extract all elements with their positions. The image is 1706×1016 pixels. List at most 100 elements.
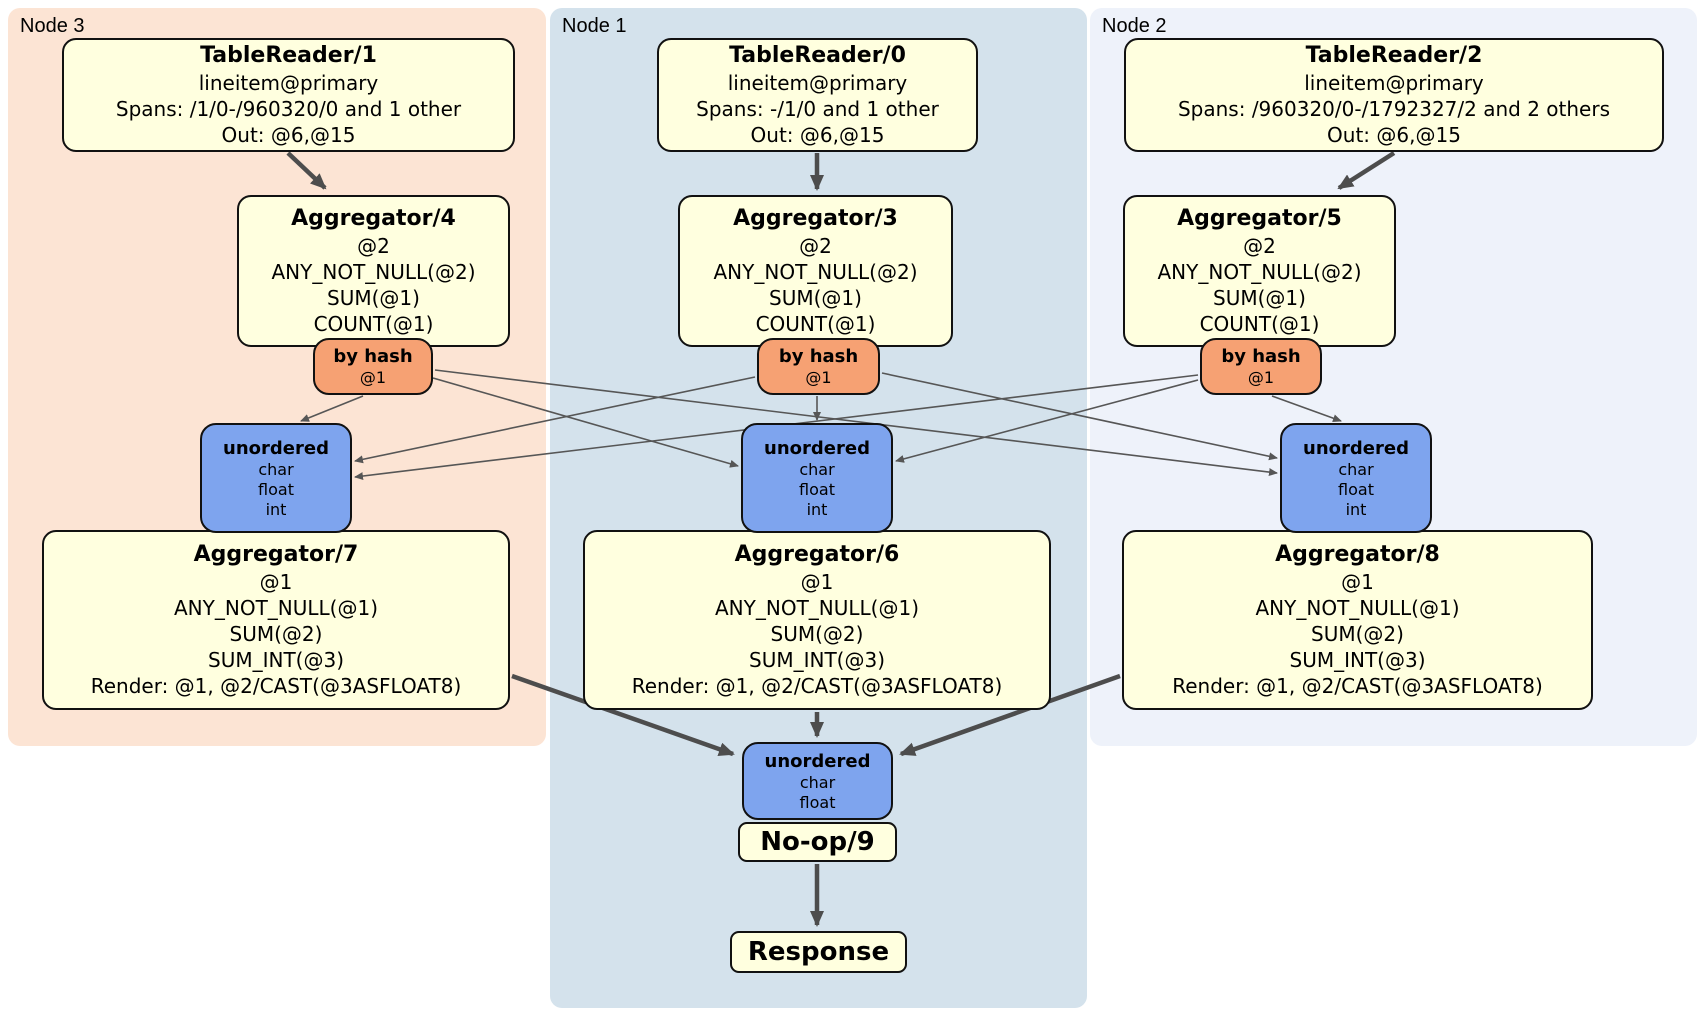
noop-box: No-op/9 <box>738 822 897 862</box>
tablereader0-index: lineitem@primary <box>727 71 908 95</box>
aggregator4-fn1: ANY_NOT_NULL(@2) <box>271 260 476 284</box>
aggregator6-box: Aggregator/6 @1 ANY_NOT_NULL(@1) SUM(@2)… <box>583 530 1051 710</box>
tablereader1-title: TableReader/1 <box>200 43 377 68</box>
aggregator5-fn2: SUM(@1) <box>1213 286 1306 310</box>
unordered-sync-node1-type2: float <box>799 479 835 499</box>
hash-router-node3-cols: @1 <box>359 368 387 387</box>
unordered-sync-node2-title: unordered <box>1303 437 1409 459</box>
aggregator6-fn1: ANY_NOT_NULL(@1) <box>715 596 919 620</box>
tablereader0-box: TableReader/0 lineitem@primary Spans: -/… <box>657 38 978 152</box>
aggregator6-fn2: SUM(@2) <box>770 622 864 646</box>
tablereader2-spans: Spans: /960320/0-/1792327/2 and 2 others <box>1177 97 1610 121</box>
hash-router-node1-cols: @1 <box>805 368 832 387</box>
edge-router2-sync2 <box>1271 395 1342 423</box>
aggregator7-render: Render: @1, @2/CAST(@3ASFLOAT8) <box>90 674 462 698</box>
aggregator5-fn3: COUNT(@1) <box>1199 312 1320 336</box>
tablereader1-out: Out: @6,@15 <box>221 123 356 147</box>
unordered-sync-node1: unordered char float int <box>741 423 893 533</box>
unordered-sync-node1-type1: char <box>799 459 835 479</box>
aggregator3-fn1: ANY_NOT_NULL(@2) <box>713 260 918 284</box>
aggregator3-box: Aggregator/3 @2 ANY_NOT_NULL(@2) SUM(@1)… <box>678 195 953 347</box>
aggregator3-fn3: COUNT(@1) <box>755 312 876 336</box>
aggregator4-fn3: COUNT(@1) <box>313 312 434 336</box>
aggregator8-fn1: ANY_NOT_NULL(@1) <box>1255 596 1460 620</box>
edge-router3-sync3 <box>300 395 364 422</box>
edge-tr1-agg4 <box>286 151 327 190</box>
unordered-sync-node3-type3: int <box>265 499 287 519</box>
unordered-sync-node2-type2: float <box>1338 479 1374 499</box>
aggregator5-fn1: ANY_NOT_NULL(@2) <box>1157 260 1362 284</box>
aggregator6-fn3: SUM_INT(@3) <box>749 648 885 672</box>
edge-agg7-finalsync <box>511 673 735 757</box>
response-box: Response <box>730 931 907 973</box>
aggregator6-groupcols: @1 <box>800 570 834 594</box>
edge-agg8-finalsync <box>899 673 1121 757</box>
aggregator7-fn2: SUM(@2) <box>229 622 323 646</box>
aggregator3-groupcols: @2 <box>799 234 832 258</box>
aggregator7-groupcols: @1 <box>259 570 293 594</box>
edge-tr2-agg5 <box>1337 151 1396 190</box>
hash-router-node3-title: by hash <box>333 346 413 367</box>
tablereader2-title: TableReader/2 <box>1305 43 1483 68</box>
aggregator4-box: Aggregator/4 @2 ANY_NOT_NULL(@2) SUM(@1)… <box>237 195 510 347</box>
unordered-sync-node3-type1: char <box>258 459 294 479</box>
tablereader1-box: TableReader/1 lineitem@primary Spans: /1… <box>62 38 515 152</box>
edge-router3-sync2 <box>434 369 1278 476</box>
hash-router-node1-title: by hash <box>778 346 859 367</box>
aggregator5-box: Aggregator/5 @2 ANY_NOT_NULL(@2) SUM(@1)… <box>1123 195 1396 347</box>
hash-router-node2: by hash @1 <box>1200 338 1322 395</box>
node1-label: Node 1 <box>562 15 627 37</box>
unordered-sync-node3-type2: float <box>258 479 294 499</box>
edge-router1-sync2 <box>881 372 1278 461</box>
edge-router3-sync1 <box>432 377 739 468</box>
hash-router-node1: by hash @1 <box>757 338 880 395</box>
unordered-sync-node1-type3: int <box>806 499 828 519</box>
aggregator5-groupcols: @2 <box>1243 234 1276 258</box>
tablereader2-box: TableReader/2 lineitem@primary Spans: /9… <box>1124 38 1664 152</box>
aggregator7-fn1: ANY_NOT_NULL(@1) <box>174 596 378 620</box>
aggregator6-title: Aggregator/6 <box>734 542 900 567</box>
tablereader0-spans: Spans: -/1/0 and 1 other <box>696 97 939 121</box>
aggregator4-title: Aggregator/4 <box>291 206 456 231</box>
unordered-sync-node2-type3: int <box>1345 499 1367 519</box>
aggregator7-fn3: SUM_INT(@3) <box>208 648 344 672</box>
aggregator6-render: Render: @1, @2/CAST(@3ASFLOAT8) <box>631 674 1003 698</box>
aggregator4-fn2: SUM(@1) <box>327 286 420 310</box>
unordered-sync-node2: unordered char float int <box>1280 423 1432 533</box>
tablereader2-out: Out: @6,@15 <box>1327 123 1461 147</box>
aggregator8-groupcols: @1 <box>1341 570 1374 594</box>
aggregator3-title: Aggregator/3 <box>733 206 898 231</box>
aggregator8-box: Aggregator/8 @1 ANY_NOT_NULL(@1) SUM(@2)… <box>1122 530 1593 710</box>
aggregator7-box: Aggregator/7 @1 ANY_NOT_NULL(@1) SUM(@2)… <box>42 530 510 710</box>
tablereader1-index: lineitem@primary <box>198 71 379 95</box>
node3-label: Node 3 <box>20 15 85 37</box>
hash-router-node2-title: by hash <box>1221 346 1301 367</box>
aggregator8-title: Aggregator/8 <box>1275 542 1440 567</box>
unordered-sync-node3-title: unordered <box>223 437 329 459</box>
aggregator8-render: Render: @1, @2/CAST(@3ASFLOAT8) <box>1172 674 1543 698</box>
node2-label: Node 2 <box>1102 15 1167 37</box>
aggregator7-title: Aggregator/7 <box>193 542 359 567</box>
noop-title: No-op/9 <box>760 827 875 857</box>
edge-router1-sync3 <box>354 376 756 464</box>
unordered-sync-node3: unordered char float int <box>200 423 352 533</box>
response-title: Response <box>747 937 890 967</box>
aggregator3-fn2: SUM(@1) <box>769 286 862 310</box>
hash-router-node2-cols: @1 <box>1247 368 1275 387</box>
aggregator8-fn2: SUM(@2) <box>1311 622 1404 646</box>
aggregator4-groupcols: @2 <box>357 234 390 258</box>
unordered-sync-final: unordered char float <box>742 742 893 820</box>
unordered-sync-node1-title: unordered <box>764 437 870 459</box>
hash-router-node3: by hash @1 <box>313 338 433 395</box>
edge-router2-sync1 <box>895 379 1199 463</box>
tablereader0-out: Out: @6,@15 <box>750 123 885 147</box>
unordered-sync-final-type1: char <box>799 772 836 792</box>
aggregator5-title: Aggregator/5 <box>1177 206 1342 231</box>
unordered-sync-final-type2: float <box>799 792 836 812</box>
tablereader0-title: TableReader/0 <box>729 43 906 68</box>
aggregator8-fn3: SUM_INT(@3) <box>1289 648 1426 672</box>
unordered-sync-final-title: unordered <box>764 750 871 772</box>
unordered-sync-node2-type1: char <box>1338 459 1374 479</box>
